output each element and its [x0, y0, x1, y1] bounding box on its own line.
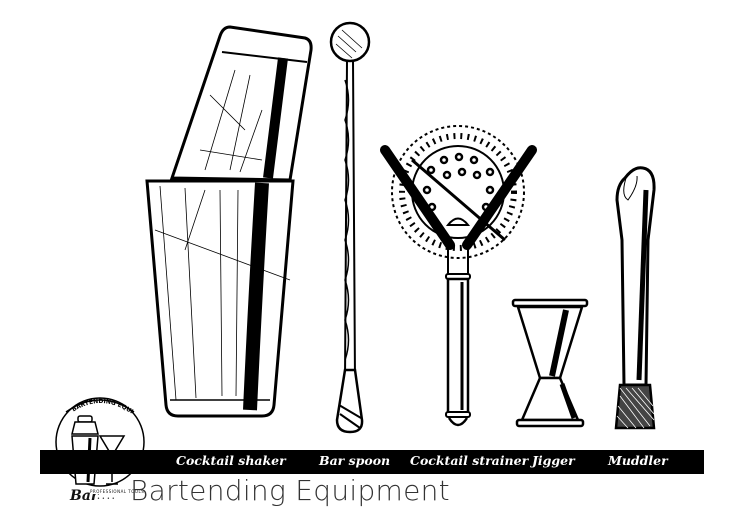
- label-bar-spoon: Bar spoon: [319, 453, 391, 468]
- bar-spoon-illustration: [329, 21, 371, 434]
- page-title: Bartending Equipment: [130, 474, 450, 507]
- cocktail-shaker-illustration: [145, 25, 313, 418]
- label-cocktail-shaker: Cocktail shaker: [176, 453, 286, 468]
- logo-dots: •••••: [92, 496, 117, 502]
- logo-subtitle: PROFESSIONAL TOOLS: [90, 489, 145, 494]
- cocktail-strainer-illustration: [380, 125, 537, 427]
- jigger-illustration: [511, 298, 589, 428]
- muddler-illustration: [614, 166, 656, 430]
- label-jigger: Jigger: [532, 453, 575, 468]
- label-muddler: Muddler: [608, 453, 668, 468]
- label-bar: Cocktail shaker Bar spoon Cocktail strai…: [40, 450, 704, 474]
- label-cocktail-strainer: Cocktail strainer: [410, 453, 529, 468]
